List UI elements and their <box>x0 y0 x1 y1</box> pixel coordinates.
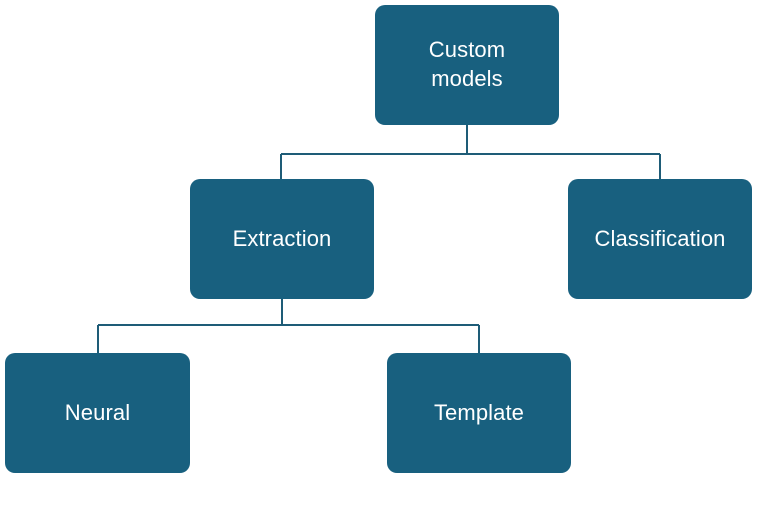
node-neural[interactable]: Neural <box>5 353 190 473</box>
node-template-label: Template <box>433 399 525 425</box>
node-template[interactable]: Template <box>387 353 571 473</box>
node-extraction-label: Extraction <box>232 225 332 251</box>
node-classification-label: Classification <box>594 225 726 251</box>
node-neural-label: Neural <box>64 399 131 425</box>
node-custom-models-label: Custom models <box>428 37 506 91</box>
node-extraction[interactable]: Extraction <box>190 179 374 299</box>
node-custom-models[interactable]: Custom models <box>375 5 559 125</box>
node-classification[interactable]: Classification <box>568 179 752 299</box>
